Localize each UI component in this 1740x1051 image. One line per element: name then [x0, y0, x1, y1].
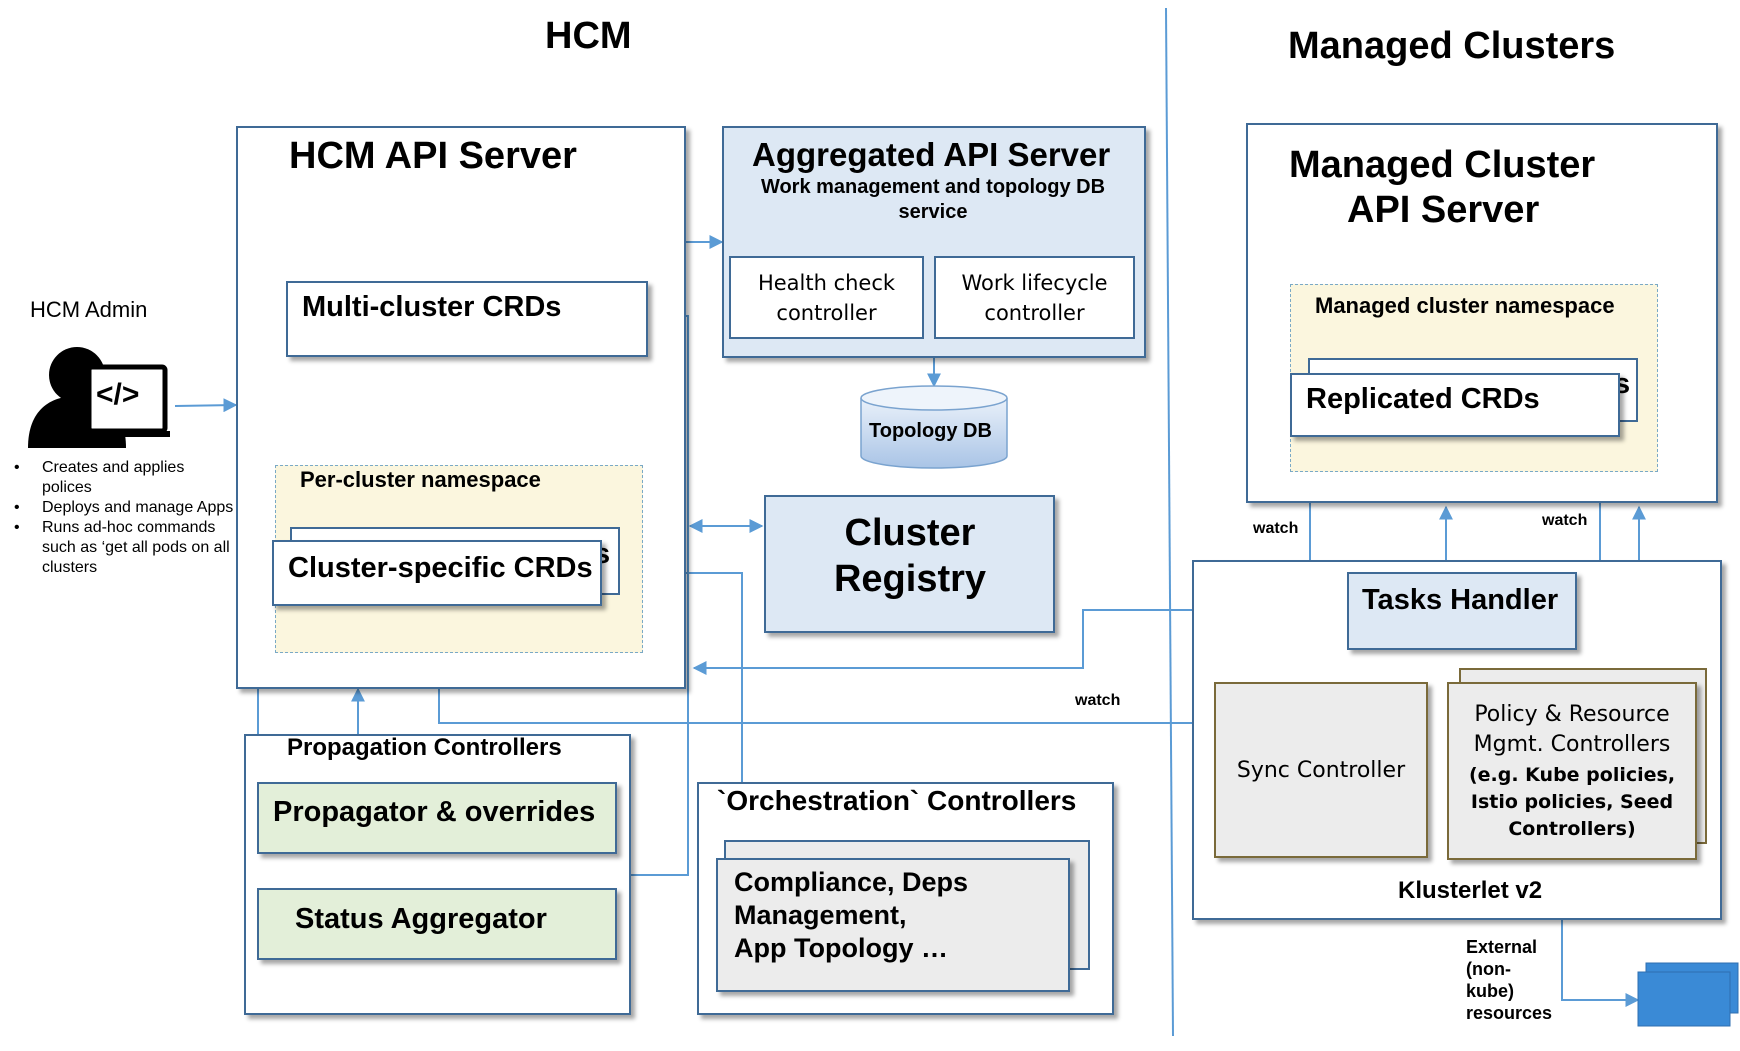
watch-label-hub: watch — [1075, 692, 1121, 709]
orchestration-line: App Topology … — [734, 933, 948, 963]
cluster-registry[interactable] — [764, 495, 1055, 633]
aggregated-api-subtitle: Work management and topology DB service — [760, 176, 1106, 223]
multi-cluster-crds[interactable] — [286, 281, 648, 357]
external-resources-label: External (non- kube) resources — [1466, 936, 1552, 1024]
managed-namespace-label: Managed cluster namespace — [1315, 293, 1615, 318]
admin-code-icon: </> — [96, 378, 140, 411]
external-resources-icon — [1637, 962, 1739, 1027]
policy-examples: (e.g. Kube policies, Istio policies, See… — [1447, 762, 1697, 843]
watch-label-sync: watch — [1253, 520, 1299, 537]
multi-cluster-crds-label: Multi-cluster CRDs — [302, 291, 562, 323]
admin-bullet: Runs ad-hoc commands such as ‘get all po… — [14, 518, 234, 578]
managed-section-title: Managed Clusters — [1288, 25, 1616, 67]
external-line: resources — [1466, 1003, 1553, 1023]
orchestration-details: Compliance, Deps Management, App Topolog… — [734, 866, 968, 965]
per-cluster-namespace-label: Per-cluster namespace — [300, 467, 541, 492]
hcm-api-server-title: HCM API Server — [289, 135, 577, 177]
admin-bullet: Creates and applies polices — [14, 458, 234, 498]
aggregated-api-title: Aggregated API Server — [752, 136, 1111, 173]
propagation-controllers[interactable] — [244, 734, 631, 1015]
managed-api-title-line1: Managed Cluster — [1289, 144, 1596, 186]
tasks-handler-label: Tasks Handler — [1362, 584, 1559, 616]
policy-example-line: Controllers) — [1508, 818, 1636, 840]
health-check-controller[interactable]: Health check controller — [729, 256, 924, 339]
orchestration-title: `Orchestration` Controllers — [717, 785, 1077, 816]
cluster-specific-crds[interactable] — [272, 540, 602, 606]
sync-controller-label: Sync Controller — [1236, 757, 1406, 783]
policy-line: Mgmt. Controllers — [1473, 732, 1671, 757]
replicated-crds-label: Replicated CRDs — [1306, 383, 1540, 415]
admin-label: HCM Admin — [30, 297, 148, 322]
admin-arrow — [174, 398, 238, 413]
external-line: kube) — [1466, 981, 1515, 1001]
admin-bullet: Deploys and manage Apps — [14, 498, 234, 518]
policy-resource-controllers[interactable] — [1447, 682, 1697, 860]
status-aggregator-label: Status Aggregator — [295, 903, 547, 935]
work-lifecycle-label: Work lifecycle controller — [961, 270, 1108, 325]
health-check-label: Health check controller — [757, 270, 896, 325]
policy-line: Policy & Resource — [1474, 702, 1670, 727]
external-line: (non- — [1466, 959, 1511, 979]
external-line: External — [1466, 937, 1538, 957]
cluster-specific-crds-label: Cluster-specific CRDs — [288, 552, 593, 584]
orchestration-line: Management, — [734, 900, 907, 930]
policy-example-line: (e.g. Kube policies, — [1468, 764, 1676, 786]
propagator-overrides[interactable] — [257, 782, 617, 854]
topology-db-label: Topology DB — [869, 420, 992, 442]
orchestration-line: Compliance, Deps — [734, 867, 969, 897]
policy-resource-label: Policy & Resource Mgmt. Controllers — [1447, 700, 1697, 760]
sync-controller[interactable]: Sync Controller — [1214, 682, 1428, 858]
cluster-registry-label: Cluster Registry — [833, 512, 987, 600]
policy-example-line: Istio policies, Seed — [1470, 791, 1674, 813]
watch-label-policy: watch — [1542, 512, 1588, 529]
tasks-handler[interactable] — [1347, 572, 1577, 650]
section-divider — [1165, 7, 1174, 1037]
propagator-overrides-label: Propagator & overrides — [273, 796, 596, 828]
orchestration-front-card[interactable] — [716, 858, 1070, 992]
admin-responsibilities: Creates and applies polices Deploys and … — [14, 458, 234, 578]
work-lifecycle-controller[interactable]: Work lifecycle controller — [934, 256, 1135, 339]
status-aggregator[interactable] — [257, 888, 617, 960]
hcm-section-title: HCM — [545, 15, 632, 57]
klusterlet-title: Klusterlet v2 — [1398, 877, 1543, 904]
propagation-title: Propagation Controllers — [287, 734, 562, 761]
managed-api-title-line2: API Server — [1347, 189, 1540, 231]
replicated-crds[interactable] — [1290, 373, 1620, 437]
